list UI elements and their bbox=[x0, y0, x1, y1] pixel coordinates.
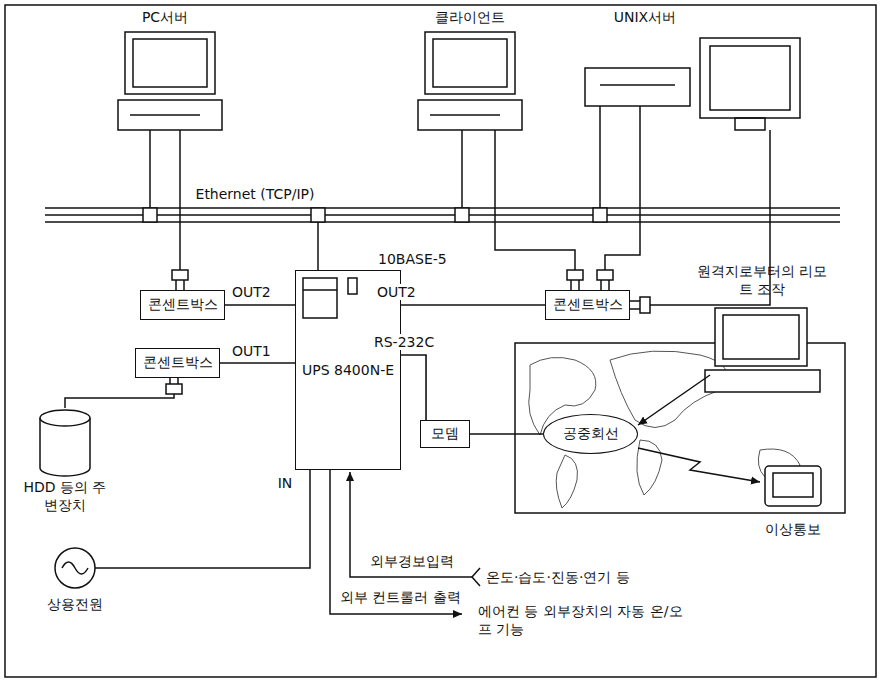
ups-unit: UPS 8400N-E bbox=[295, 270, 401, 470]
port-label: OUT2 bbox=[230, 284, 273, 300]
signal-label: 외부경보입력 bbox=[357, 552, 467, 570]
power-cable bbox=[225, 304, 295, 306]
node-text: 콘센트박스 bbox=[148, 296, 218, 314]
note-label: 에어컨 등 외부장치의 자동 온/오프 기능 bbox=[478, 602, 688, 638]
node-text: 콘센트박스 bbox=[143, 354, 213, 372]
port-label: RS-232C bbox=[372, 334, 436, 350]
device-label: 클라이언트 bbox=[415, 8, 525, 26]
outlet-box: 콘센트박스 bbox=[135, 348, 220, 378]
node-text: 모뎀 bbox=[431, 425, 459, 443]
device-label: PC서버 bbox=[120, 8, 210, 26]
cable-label: 10BASE-5 bbox=[378, 250, 468, 268]
network-ellipse: 공중회선 bbox=[543, 414, 638, 454]
power-cable bbox=[470, 433, 543, 435]
remote-label: 원격지로부터의 리모트 조작 bbox=[692, 262, 832, 298]
power-label: 상용전원 bbox=[35, 595, 115, 613]
node-text: 공중회선 bbox=[563, 425, 619, 443]
device-label: HDD 등의 주변장치 bbox=[20, 478, 110, 514]
device-label: UNIX서버 bbox=[590, 8, 700, 26]
port-label: OUT1 bbox=[230, 343, 273, 359]
outlet-box: 콘센트박스 bbox=[545, 290, 630, 320]
power-cable bbox=[401, 304, 545, 306]
alert-label: 이상통보 bbox=[753, 520, 833, 538]
power-cable bbox=[220, 362, 295, 364]
port-label: OUT2 bbox=[375, 284, 418, 300]
port-label: IN bbox=[270, 474, 300, 492]
node-text: UPS 8400N-E bbox=[302, 362, 394, 378]
note-label: 온도·습도·진동·연기 등 bbox=[486, 568, 706, 586]
network-label: Ethernet (TCP/IP) bbox=[170, 185, 340, 203]
outlet-box: 콘센트박스 bbox=[140, 290, 225, 320]
node-text: 콘센트박스 bbox=[553, 296, 623, 314]
modem-box: 모뎀 bbox=[420, 420, 470, 448]
signal-label: 외부 컨트롤러 출력 bbox=[340, 588, 470, 606]
